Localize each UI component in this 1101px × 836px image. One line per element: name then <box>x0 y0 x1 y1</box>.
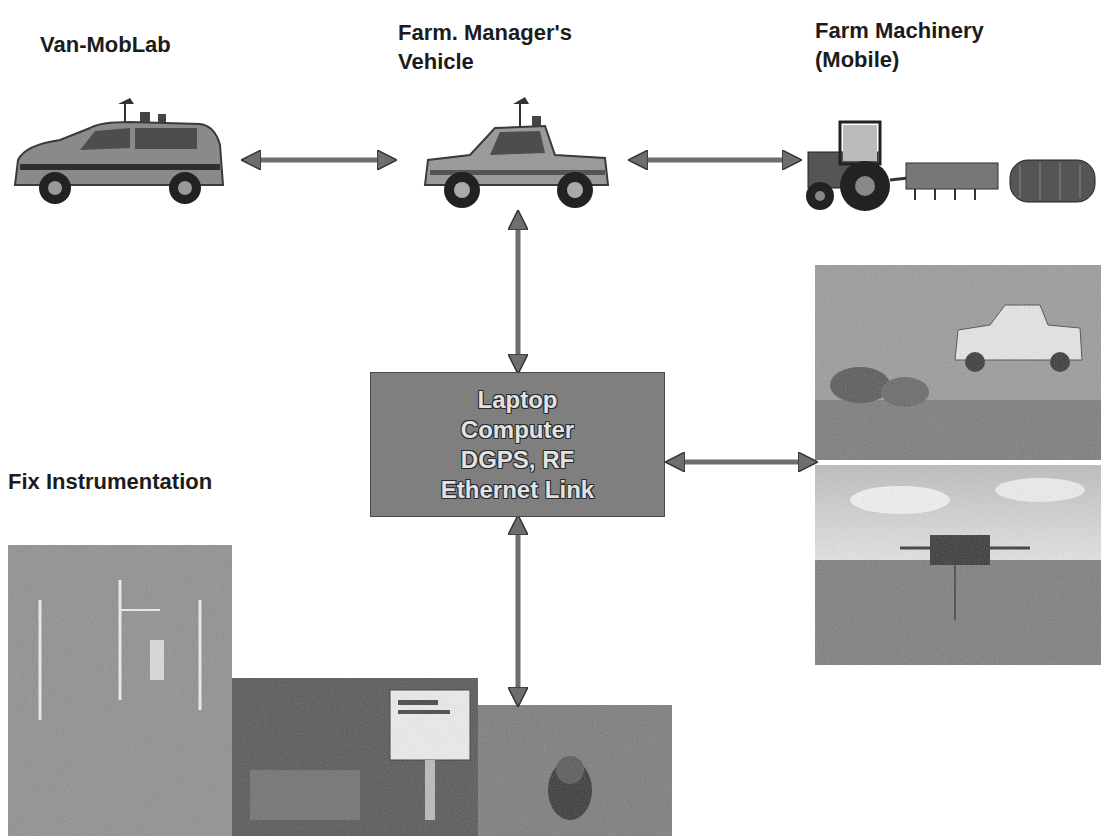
node-heading: Farm Machinery (Mobile) <box>815 16 1005 74</box>
link-arrow <box>516 525 521 697</box>
link-arrow <box>675 460 808 465</box>
node-heading: Fix Instrumentation <box>8 467 213 496</box>
machinery-picture <box>806 122 1095 211</box>
instrument-photo <box>232 678 478 836</box>
pickup-picture <box>425 97 608 208</box>
box-text: Laptop Computer DGPS, RF Ethernet Link <box>427 385 609 505</box>
van-picture <box>15 98 223 204</box>
node-heading: Farm. Manager's Vehicle <box>398 18 598 76</box>
instrument-node: Fix Instrumentation <box>8 545 672 836</box>
instrument-photo <box>478 705 672 836</box>
field-photo <box>815 265 1101 460</box>
vehicle-node: Farm. Manager's Vehicle <box>395 12 630 212</box>
machinery-node: Farm Machinery (Mobile) <box>800 10 1096 212</box>
link-arrow <box>516 220 521 364</box>
link-arrow <box>638 158 792 163</box>
vehicle-node: Van-MobLab <box>10 22 243 212</box>
instrument-photo <box>8 545 232 836</box>
field-photo <box>815 465 1101 665</box>
process-box: Laptop Computer DGPS, RF Ethernet Link <box>370 372 665 517</box>
node-heading: Van-MobLab <box>40 30 243 59</box>
link-arrow <box>251 158 387 163</box>
